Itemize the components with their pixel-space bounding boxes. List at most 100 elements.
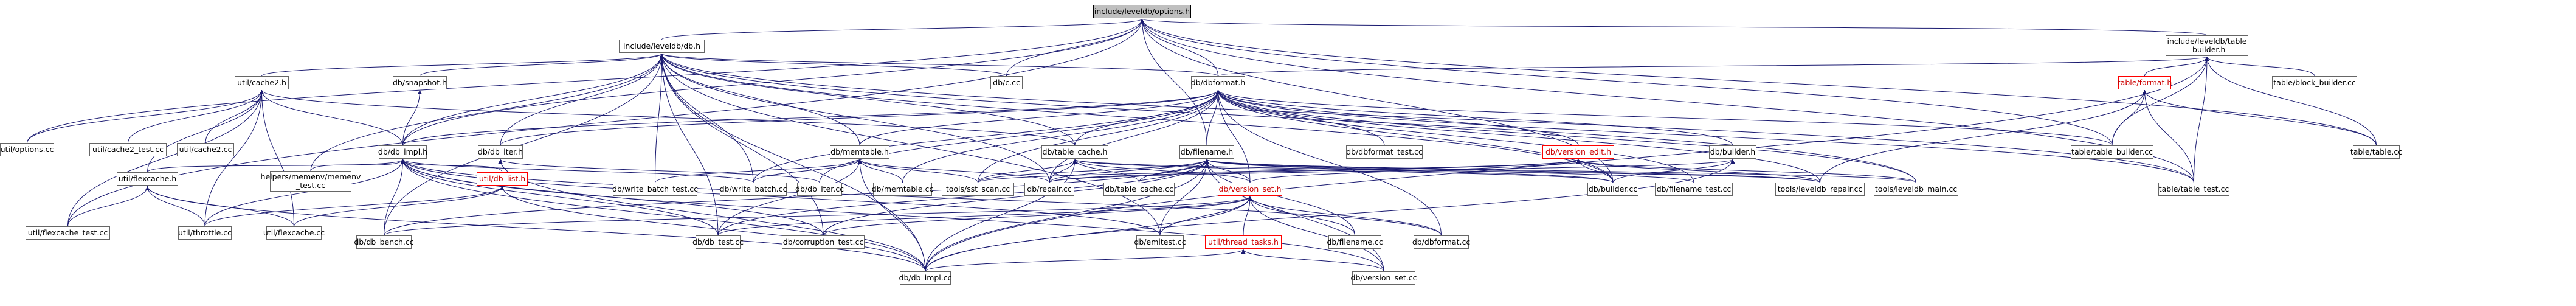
edge-filename-cc-to-version-set-h [1248, 196, 1355, 236]
edge-table-cache-h-to-dbformat-h [1074, 89, 1220, 146]
node-filename-h[interactable]: db/filename.h [1179, 145, 1234, 159]
edge-repair-cc-to-filename-h [1049, 159, 1209, 183]
node-table-builder-h[interactable]: include/leveldb/table _builder.h [2166, 35, 2248, 56]
node-helpers-memenv-test-cc[interactable]: helpers/memenv/memenv _test.cc [261, 171, 361, 192]
edge-memtable-cc-to-dbformat-h [902, 89, 1220, 183]
node-db-test-cc[interactable]: db/db_test.cc [692, 235, 744, 249]
node-db-iter-cc[interactable]: db/db_iter.cc [795, 183, 844, 196]
edge-dbformat-cc-to-dbformat-h [1216, 89, 1442, 236]
node-thread-tasks-h[interactable]: util/thread_tasks.h [1205, 235, 1282, 249]
node-version-set-h[interactable]: db/version_set.h [1218, 183, 1282, 196]
edge-emitest-cc-to-filename-h [1159, 159, 1209, 236]
edge-write-batch-cc-to-memtable-h [753, 159, 862, 183]
node-table-cache-h[interactable]: db/table_cache.h [1041, 145, 1108, 159]
node-filename-test-cc[interactable]: db/filename_test.cc [1655, 183, 1733, 196]
edge-throttle-cc-to-db-impl-h [204, 159, 405, 227]
edge-emitest-cc-to-db-h [660, 53, 1161, 236]
node-cache2-h[interactable]: util/cache2.h [235, 76, 289, 89]
node-flexcache-h[interactable]: util/flexcache.h [117, 172, 178, 186]
edge-db-bench-cc-to-db-impl-h [384, 159, 405, 236]
edge-leveldb-repair-cc-to-dbformat-h [1216, 89, 1820, 183]
node-dbformat-cc[interactable]: db/dbformat.cc [1412, 235, 1470, 249]
node-table-test-cc[interactable]: table/table_test.cc [2158, 183, 2229, 196]
edge-builder-cc-to-db-h [660, 53, 1614, 183]
node-db-list-h[interactable]: util/db_list.h [477, 172, 528, 186]
node-leveldb-repair-cc[interactable]: tools/leveldb_repair.cc [1775, 183, 1865, 196]
edge-sst-scan-cc-to-dbformat-h [978, 89, 1220, 183]
edge-sst-scan-cc-to-filename-h [978, 159, 1209, 183]
node-builder-h[interactable]: db/builder.h [1709, 145, 1756, 159]
edge-db-impl-h-to-dbformat-h [402, 89, 1220, 146]
edge-db-iter-h-to-db-h [500, 53, 664, 146]
node-db-bench-cc[interactable]: db/db_bench.cc [354, 235, 414, 249]
edge-options-cc-to-cache2-h [27, 89, 264, 144]
node-db-impl-h[interactable]: db/db_impl.h [378, 145, 427, 159]
node-flexcache-test-cc[interactable]: util/flexcache_test.cc [26, 226, 110, 240]
node-db-iter-h[interactable]: db/db_iter.h [478, 145, 523, 159]
edge-builder-cc-to-builder-h [1612, 159, 1735, 183]
edge-dbformat-cc-to-db-impl-h [401, 159, 1442, 236]
node-table-builder-cc[interactable]: table/table_builder.cc [2071, 145, 2153, 159]
node-filename-cc[interactable]: db/filename.cc [1327, 235, 1383, 249]
edge-flexcache-h-to-cache2-h [147, 89, 264, 173]
edge-dbformat-h-to-table-builder-h [1218, 56, 2209, 77]
edge-flexcache-test-cc-to-cache2-h [67, 89, 264, 227]
edge-db-impl-cc-to-version-set-h [925, 196, 1252, 272]
edge-db-bench-cc-to-filename-h [384, 159, 1209, 236]
edge-db-test-cc-to-db-impl-h [401, 159, 719, 236]
node-write-batch-cc[interactable]: db/write_batch.cc [720, 183, 787, 196]
edge-snapshot-h-to-db-h [420, 53, 664, 77]
edge-leveldb-repair-cc-to-table-format-h [1820, 89, 2147, 183]
edge-write-batch-test-cc-to-memtable-h [655, 159, 862, 183]
node-throttle-cc[interactable]: util/throttle.cc [178, 226, 232, 240]
node-c-cc[interactable]: db/c.cc [990, 76, 1023, 89]
node-options-cc[interactable]: util/options.cc [0, 143, 54, 156]
edge-db-h-to-options-h [661, 18, 1144, 40]
node-table-cc[interactable]: table/table.cc [2350, 145, 2402, 159]
edge-db-impl-cc-to-db-list-h [500, 186, 926, 272]
edge-db-iter-h-to-dbformat-h [500, 89, 1220, 146]
edge-helpers-memenv-test-cc-to-db-h [310, 53, 664, 172]
node-builder-cc[interactable]: db/builder.cc [1587, 183, 1638, 196]
node-table-format-h[interactable]: table/format.h [2118, 76, 2172, 89]
node-snapshot-h[interactable]: db/snapshot.h [393, 76, 447, 89]
node-options-h[interactable]: include/leveldb/options.h [1093, 5, 1191, 18]
node-dbformat-h[interactable]: db/dbformat.h [1191, 76, 1245, 89]
node-memtable-cc[interactable]: db/memtable.cc [872, 183, 933, 196]
node-cache2-cc[interactable]: util/cache2.cc [177, 143, 234, 156]
edge-table-cache-h-to-db-h [660, 53, 1076, 146]
edge-block-builder-cc-to-table-builder-h [2205, 56, 2315, 77]
edge-version-set-h-to-table-cache-h [1072, 159, 1251, 183]
node-table-cache-cc[interactable]: db/table_cache.cc [1103, 183, 1175, 196]
edge-emitest-cc-to-version-set-h [1159, 196, 1252, 236]
node-leveldb-main-cc[interactable]: tools/leveldb_main.cc [1874, 183, 1958, 196]
node-cache2-test-cc[interactable]: util/cache2_test.cc [89, 143, 167, 156]
node-dbformat-test-cc[interactable]: db/dbformat_test.cc [1346, 145, 1423, 159]
edge-db-impl-cc-to-memtable-h [857, 159, 926, 272]
edge-filename-h-to-options-h [1140, 18, 1207, 146]
node-repair-cc[interactable]: db/repair.cc [1024, 183, 1074, 196]
edge-thread-tasks-h-to-version-set-h [1243, 196, 1252, 236]
node-emitest-cc[interactable]: db/emitest.cc [1134, 235, 1186, 249]
edge-cache2-cc-to-cache2-h [205, 89, 264, 144]
edge-table-test-cc-to-options-h [1140, 18, 2194, 183]
edge-dbformat-cc-to-version-set-h [1248, 196, 1442, 236]
node-db-h[interactable]: include/leveldb/db.h [619, 40, 705, 53]
edge-table-cc-to-options-h [1140, 18, 2377, 146]
edge-table-test-cc-to-dbformat-h [1216, 89, 2194, 183]
node-db-impl-cc[interactable]: db/db_impl.cc [899, 271, 952, 285]
node-flexcache-cc[interactable]: util/flexcache.cc [263, 226, 325, 240]
edge-cache2-h-to-db-h [261, 53, 664, 77]
node-write-batch-test-cc[interactable]: db/write_batch_test.cc [612, 183, 698, 196]
edge-db-impl-cc-to-flexcache-h [145, 186, 926, 272]
node-block-builder-cc[interactable]: table/block_builder.cc [2272, 76, 2357, 89]
node-memtable-h[interactable]: db/memtable.h [830, 145, 889, 159]
edge-sst-scan-cc-to-version-edit-h [978, 159, 1581, 183]
node-sst-scan-cc[interactable]: tools/sst_scan.cc [942, 183, 1014, 196]
edge-write-batch-cc-to-db-h [660, 53, 754, 183]
edge-builder-h-to-dbformat-h [1216, 89, 1733, 146]
node-version-set-cc[interactable]: db/version_set.cc [1351, 271, 1417, 285]
node-version-edit-h[interactable]: db/version_edit.h [1542, 145, 1614, 159]
node-corruption-test-cc[interactable]: db/corruption_test.cc [782, 235, 865, 249]
